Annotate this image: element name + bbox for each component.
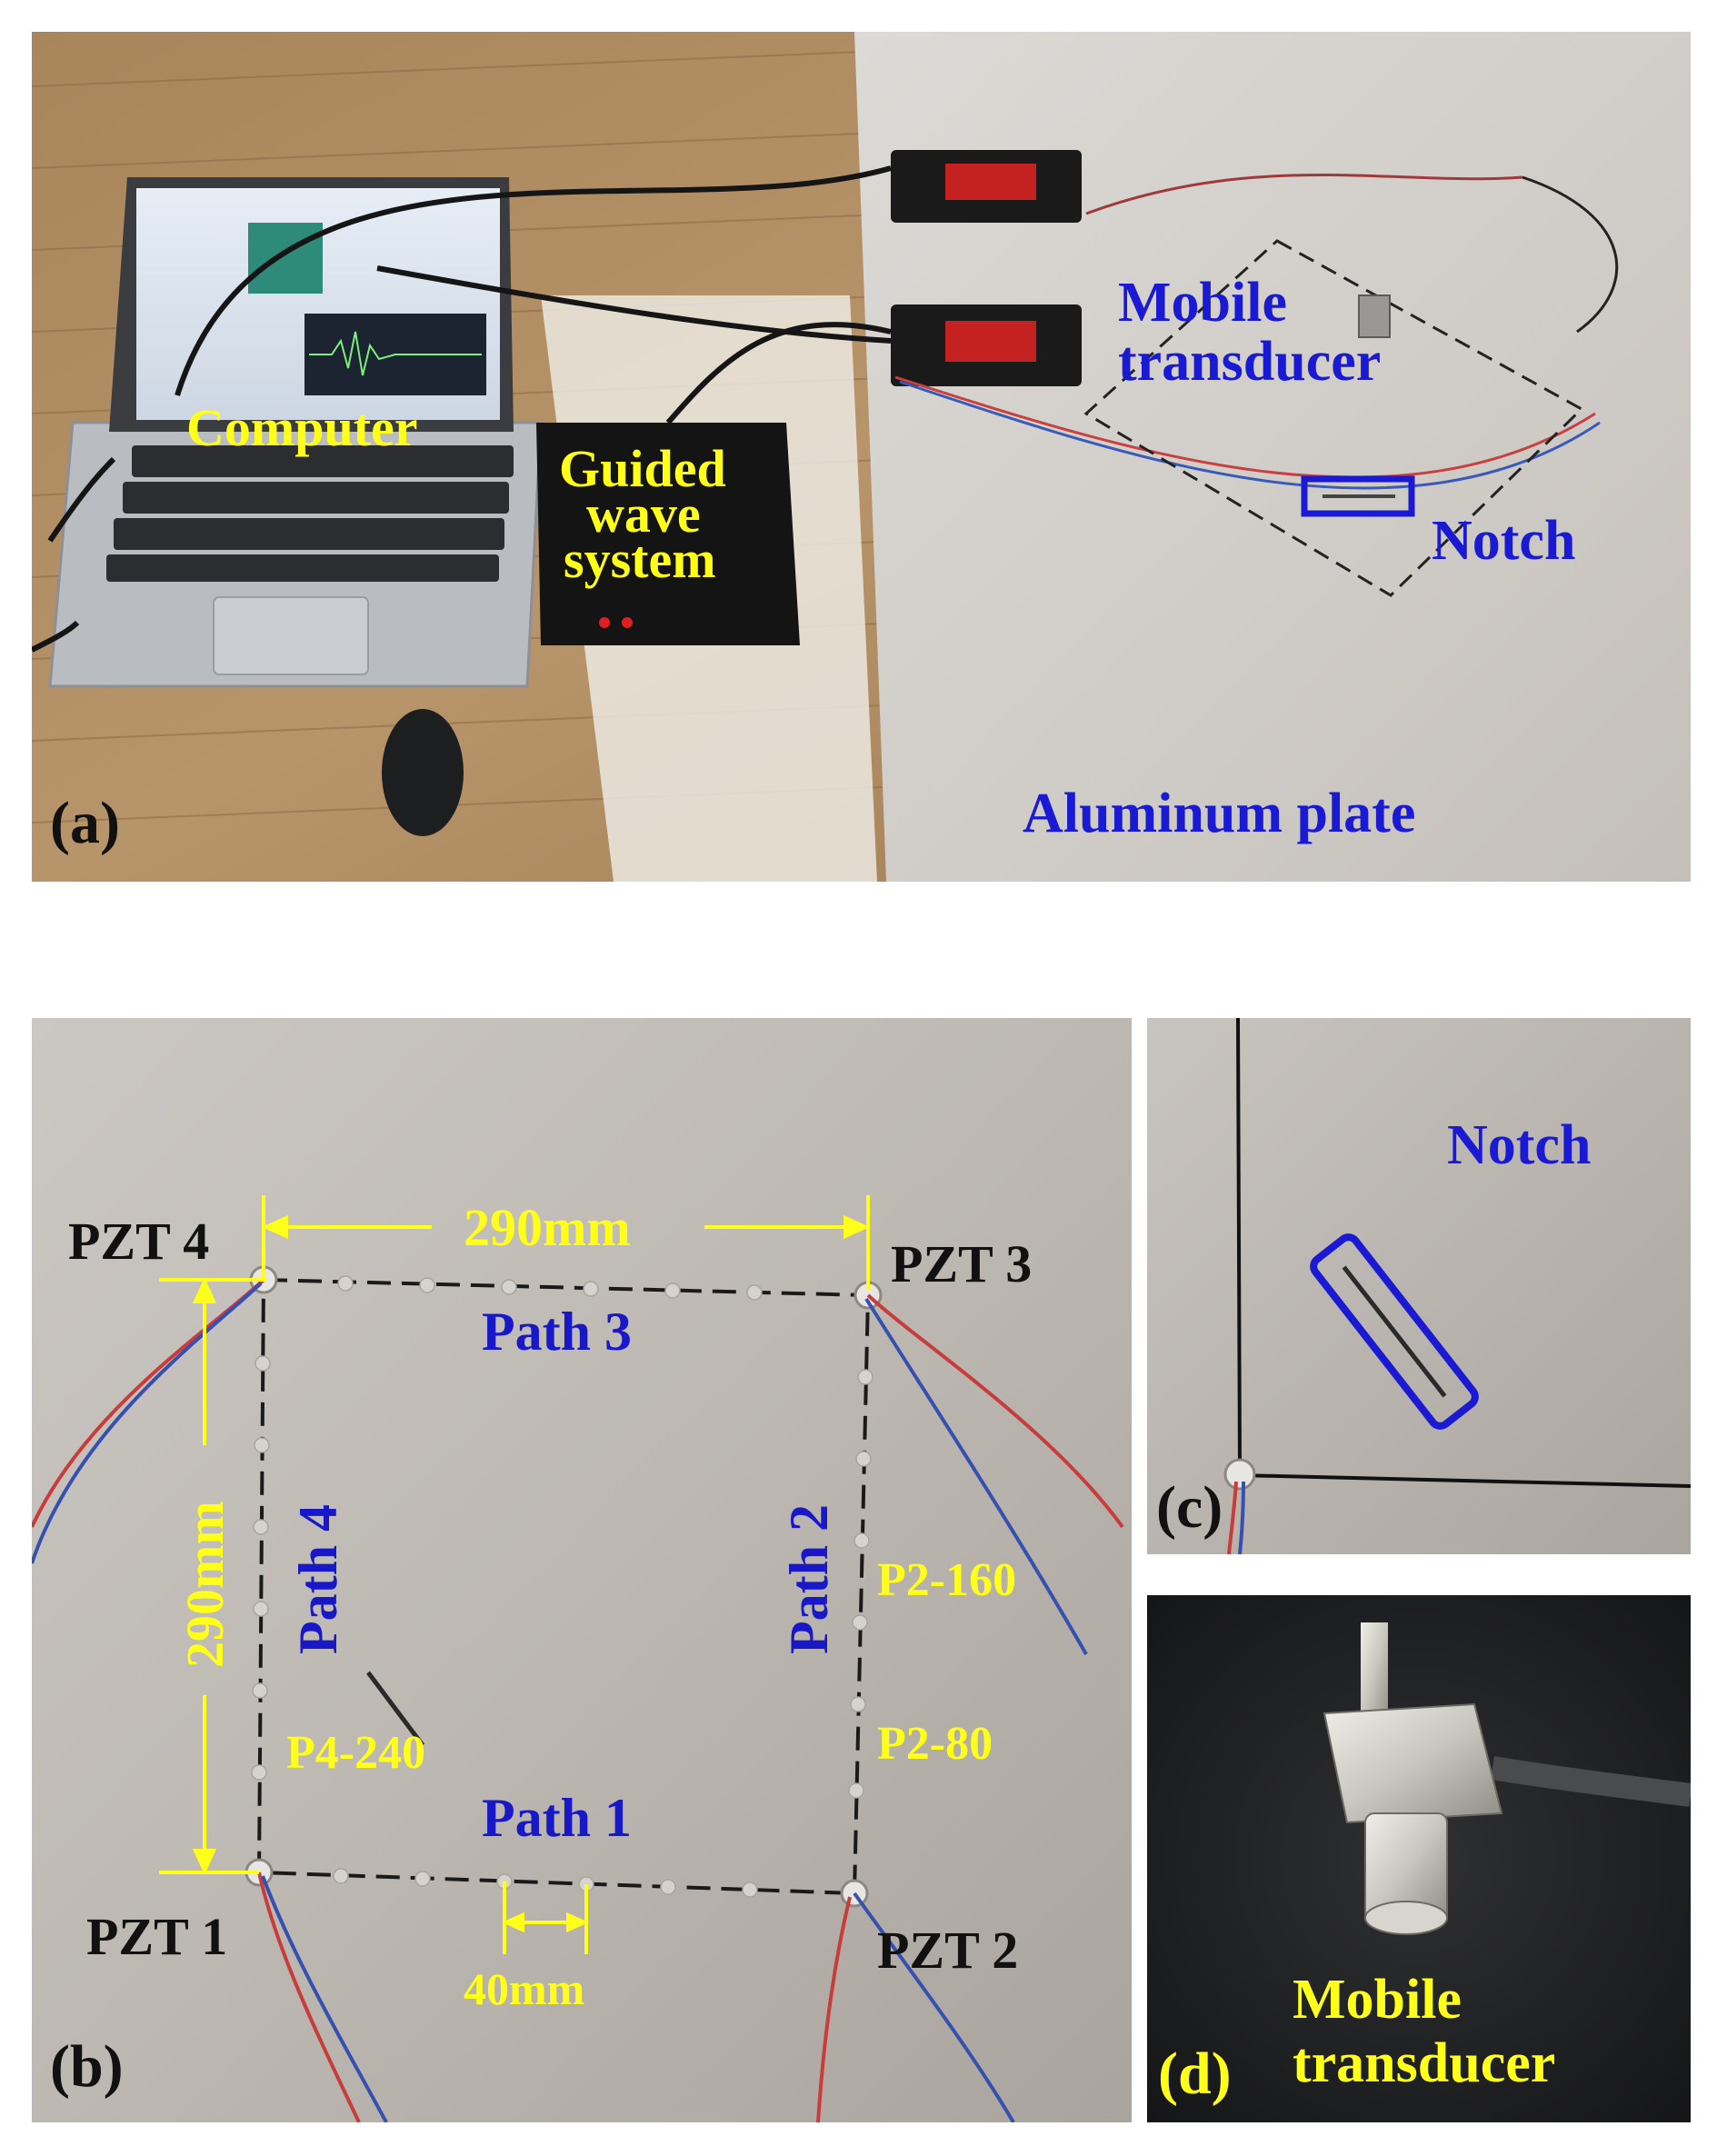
label-p2-160: P2-160 <box>877 1554 1016 1606</box>
dimension-lines <box>159 1195 870 1954</box>
notch-box-c <box>1310 1233 1479 1430</box>
notch-box <box>1301 475 1415 517</box>
label-guided-3: system <box>564 530 716 589</box>
notch-b <box>366 1671 424 1747</box>
label-path3: Path 3 <box>482 1302 632 1362</box>
panel-b-photo: PZT 4 PZT 3 PZT 1 PZT 2 290mm 290mm 40mm… <box>32 1018 1132 2122</box>
computer-mouse <box>382 709 464 836</box>
label-mobile-d-1: Mobile <box>1293 1969 1462 2031</box>
label-mobile-1: Mobile <box>1118 272 1287 334</box>
label-p4-240: P4-240 <box>286 1727 425 1779</box>
panel-b-scene: PZT 4 PZT 3 PZT 1 PZT 2 290mm 290mm 40mm… <box>32 1018 1132 2122</box>
label-path4: Path 4 <box>288 1504 348 1654</box>
guided-wave-box <box>536 423 800 645</box>
box-led-1 <box>599 617 610 628</box>
sensor-wires <box>894 174 1619 490</box>
black-cables <box>32 165 892 653</box>
pzt-sensor-c <box>1223 1458 1256 1491</box>
label-pzt4: PZT 4 <box>68 1212 209 1271</box>
sensor-square-outline <box>1083 239 1584 597</box>
panel-a-label: (a) <box>50 790 120 856</box>
dim-top-290mm: 290mm <box>464 1198 631 1257</box>
plate-edge-horizontal <box>1239 1473 1691 1488</box>
label-guided-1: Guided <box>559 439 726 498</box>
plate-surface-b <box>32 1018 1132 2122</box>
screen-plot-square <box>248 223 323 294</box>
touchpad <box>213 596 369 675</box>
transducer-face <box>1364 1901 1448 1935</box>
panel-c-photo: Notch (c) <box>1147 1018 1691 1554</box>
laptop-keyboard <box>106 445 514 582</box>
transducer-body <box>1323 1702 1503 1824</box>
aluminum-plate <box>854 32 1691 882</box>
amplifier-label-1 <box>945 164 1036 200</box>
transducer-pin <box>1361 1622 1388 1722</box>
dim-40mm: 40mm <box>464 1963 584 2014</box>
label-mobile-2: transducer <box>1118 331 1381 393</box>
wire-blue-c <box>1238 1481 1245 1554</box>
label-notch-c: Notch <box>1447 1114 1591 1176</box>
amplifier-label-2 <box>945 321 1036 362</box>
waveform-trace <box>309 331 482 376</box>
box-led-2 <box>622 617 633 628</box>
panel-b-label: (b) <box>50 2033 124 2100</box>
sensor-wires-b <box>32 1278 1124 2122</box>
label-path2: Path 2 <box>779 1504 839 1654</box>
panel-c-label: (c) <box>1156 1474 1223 1541</box>
panel-a-photo: Computer Guided wave system Mobile trans… <box>32 32 1691 882</box>
label-mobile-d-2: transducer <box>1293 2032 1555 2094</box>
panel-a-scene: Computer Guided wave system Mobile trans… <box>32 32 1691 882</box>
panel-d-label: (d) <box>1158 2041 1232 2107</box>
mobile-transducer-small <box>1358 294 1391 338</box>
label-pzt1: PZT 1 <box>86 1907 227 1966</box>
label-guided-2: wave <box>586 484 701 544</box>
label-aluminum-plate: Aluminum plate <box>1023 783 1415 844</box>
label-computer: Computer <box>186 398 418 457</box>
wire-red-c <box>1227 1481 1238 1554</box>
label-pzt2: PZT 2 <box>877 1921 1018 1980</box>
panel-c-scene: Notch (c) <box>1147 1018 1691 1554</box>
panel-d-photo: Mobile transducer (d) <box>1147 1595 1691 2122</box>
plate-edge-vertical <box>1236 1018 1242 1473</box>
label-p2-80: P2-80 <box>877 1718 993 1770</box>
measurement-points <box>251 1275 873 1898</box>
label-pzt3: PZT 3 <box>891 1234 1032 1293</box>
transducer-cable <box>1490 1756 1691 1807</box>
label-notch-a: Notch <box>1432 510 1575 572</box>
dim-left-290mm: 290mm <box>175 1501 235 1668</box>
panel-d-scene: Mobile transducer (d) <box>1147 1595 1691 2122</box>
label-path1: Path 1 <box>482 1788 632 1848</box>
